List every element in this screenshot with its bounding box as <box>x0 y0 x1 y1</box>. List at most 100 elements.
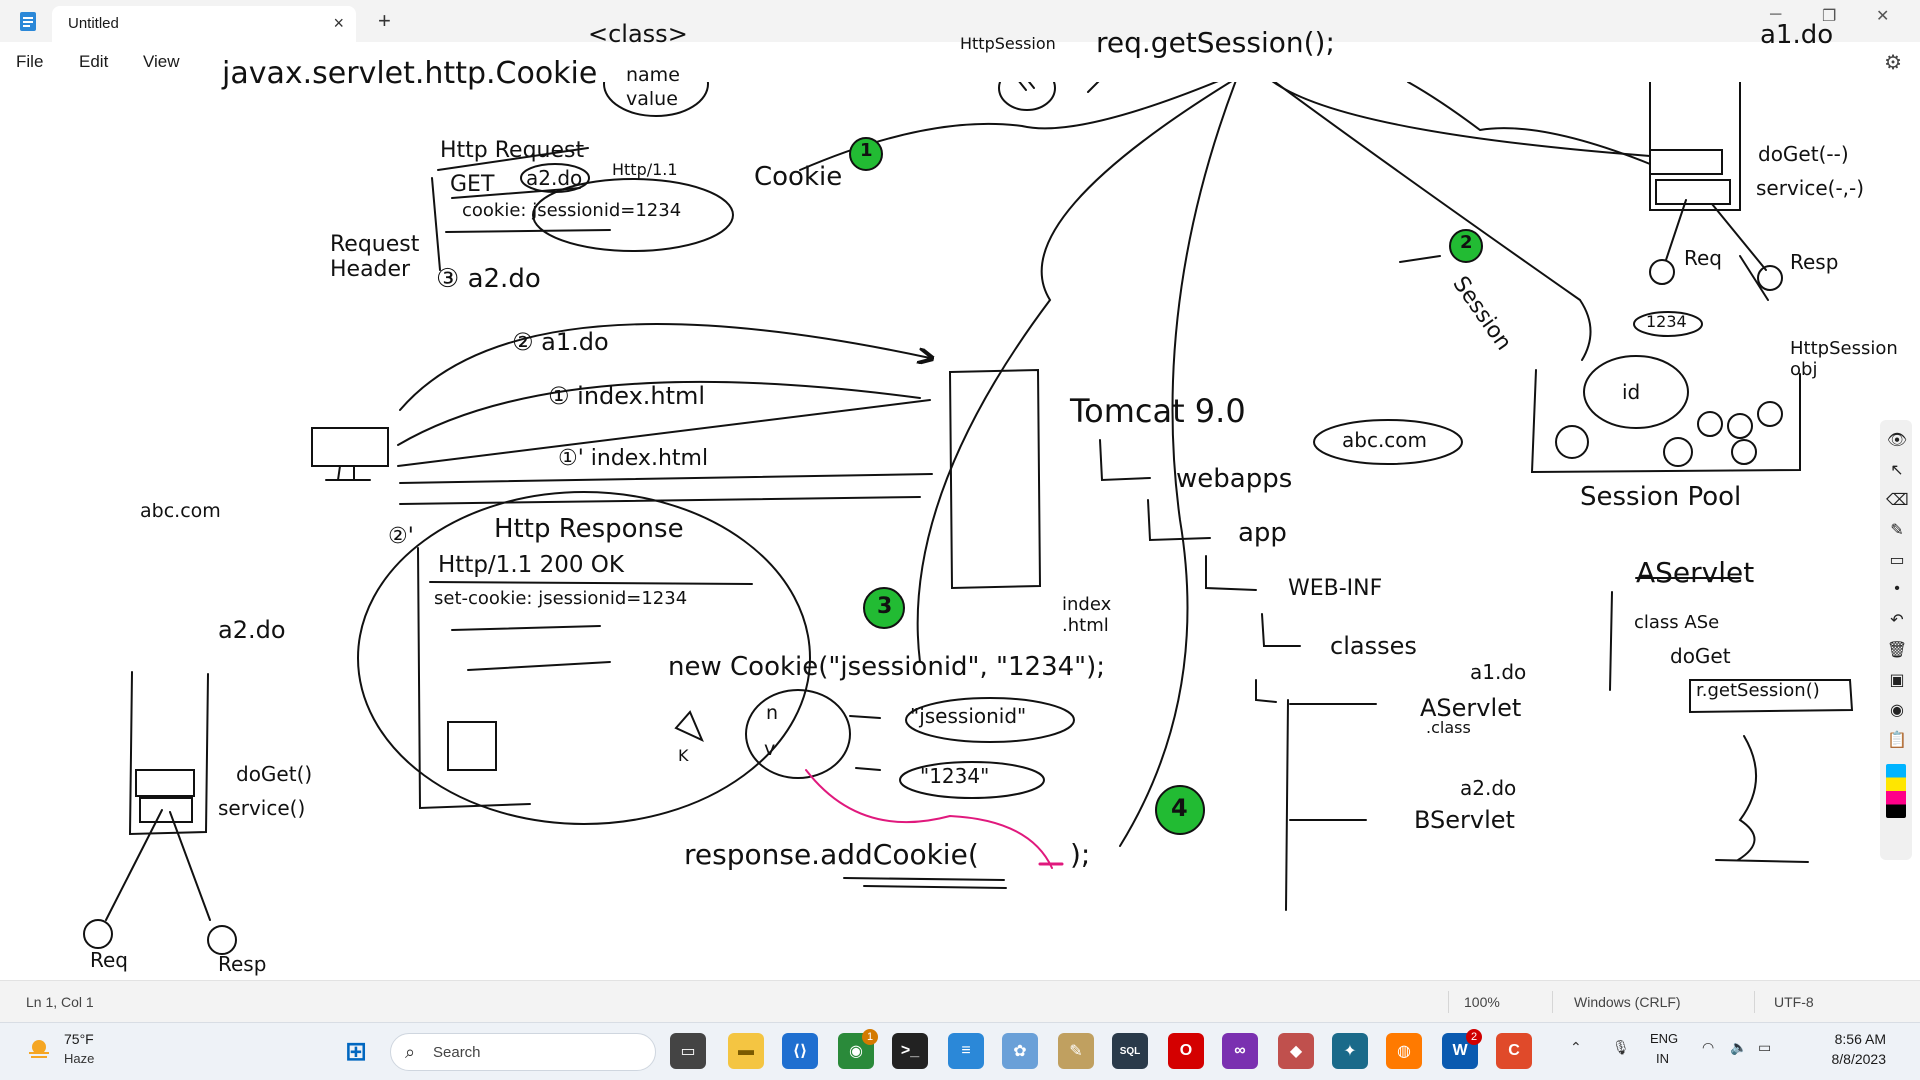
kali-icon[interactable]: ✦ <box>1332 1033 1368 1069</box>
id-label: id <box>1622 380 1641 404</box>
wifi-icon[interactable]: ◠ <box>1702 1039 1715 1055</box>
search-placeholder: Search <box>433 1044 481 1061</box>
battery-icon[interactable]: ▭ <box>1758 1039 1772 1055</box>
volume-icon[interactable]: 🔈 <box>1730 1039 1748 1055</box>
javax-cookie-text: javax.servlet.http.Cookie <box>222 56 598 91</box>
bservlet-text: BServlet <box>1414 806 1515 834</box>
cookie-header-text: cookie: jsessionid=1234 <box>462 200 682 221</box>
index-html-small-text: index .html <box>1062 594 1112 636</box>
menu-edit[interactable]: Edit <box>79 52 109 71</box>
menu-bar: File Edit View ⚙ <box>0 42 1920 82</box>
pen-app-icon[interactable]: ✎ <box>1058 1033 1094 1069</box>
step1-index-text: ① index.html <box>548 382 706 410</box>
k-label: K <box>678 746 689 765</box>
tab-untitled[interactable]: Untitled × <box>52 6 356 42</box>
name-text: name <box>626 64 680 86</box>
request-header-label: Request Header <box>330 232 420 282</box>
marker-2-text: 2 <box>1460 232 1473 253</box>
a1do-mid-text: a1.do <box>1470 660 1527 684</box>
opera-icon[interactable]: O <box>1168 1033 1204 1069</box>
pointer-icon[interactable]: ↖ <box>1890 462 1904 479</box>
class-aservlet-text: class ASe <box>1634 612 1720 633</box>
jsessionid-string: "jsessionid" <box>910 704 1027 728</box>
aservlet-text: AServlet <box>1420 694 1522 722</box>
a2do-mid-text: a2.do <box>1460 776 1517 800</box>
step1p-index-text: ①' index.html <box>558 446 709 471</box>
value-text: value <box>626 88 678 110</box>
id-1234-text: 1234 <box>1646 312 1687 331</box>
settings-gear-icon[interactable]: ⚙ <box>1884 52 1902 74</box>
firefox-icon[interactable]: ◍ <box>1386 1033 1422 1069</box>
clipboard-icon[interactable]: 📋 <box>1887 732 1907 749</box>
menu-view[interactable]: View <box>143 52 180 71</box>
tab-title: Untitled <box>68 15 119 32</box>
terminal-icon[interactable]: >_ <box>892 1033 928 1069</box>
n-label: n <box>766 702 779 724</box>
req-left-text: Req <box>90 948 128 972</box>
title-bar: Untitled × + ─ ❐ ✕ <box>0 0 1920 42</box>
language-eng[interactable]: ENG <box>1650 1031 1679 1046</box>
encoding: UTF-8 <box>1774 994 1814 1010</box>
a2do-request-text: a2.do <box>526 166 583 190</box>
maximize-icon[interactable]: ❐ <box>1822 8 1837 25</box>
response-end-text: ); <box>1070 838 1091 871</box>
http-response-title: Http Response <box>494 514 684 544</box>
new-cookie-text: new Cookie("jsessionid", "1234"); <box>668 652 1106 682</box>
vpn-icon[interactable]: ∞ <box>1222 1033 1258 1069</box>
tray-chevron-icon[interactable]: ⌃ <box>1570 1039 1582 1055</box>
req-getsession-text: req.getSession(); <box>1096 26 1335 59</box>
trash-icon[interactable]: 🗑 <box>1886 642 1908 659</box>
ink-canvas[interactable]: javax.servlet.http.Cookie <class> name v… <box>0 20 1920 980</box>
r-getsession-text: r.getSession() <box>1696 680 1820 701</box>
status-divider <box>1754 991 1755 1013</box>
undo-icon[interactable]: ↶ <box>1890 612 1904 629</box>
eraser-app-icon[interactable]: ◆ <box>1278 1033 1314 1069</box>
close-window-icon[interactable]: ✕ <box>1876 8 1890 25</box>
resp-right-text: Resp <box>1790 250 1839 274</box>
vscode-icon[interactable]: ⟨⟩ <box>782 1033 818 1069</box>
session-pool-text: Session Pool <box>1580 482 1742 512</box>
camera-icon[interactable]: ◉ <box>1890 702 1904 719</box>
set-cookie-text: set-cookie: jsessionid=1234 <box>434 588 688 609</box>
marker-3-text: 3 <box>877 594 893 619</box>
notepad-icon[interactable]: ≡ <box>948 1033 984 1069</box>
marker-4-text: 4 <box>1171 794 1188 822</box>
a2do-left-text: a2.do <box>218 616 286 644</box>
weather-temp[interactable]: 75°F <box>64 1031 94 1047</box>
ink-strokes <box>83 82 1854 955</box>
status-divider <box>1448 991 1449 1013</box>
service-left-text: service() <box>218 796 306 820</box>
webapps-text: webapps <box>1176 464 1293 494</box>
app-c-icon[interactable]: C <box>1496 1033 1532 1069</box>
start-windows-icon[interactable]: ⊞ <box>345 1035 367 1066</box>
doget-left-text: doGet() <box>236 762 313 786</box>
taskbar-search[interactable]: ⌕ Search <box>390 1033 656 1071</box>
board-icon[interactable]: ▣ <box>1889 672 1905 689</box>
close-tab-icon[interactable]: × <box>333 13 344 33</box>
paint-icon[interactable]: ✿ <box>1002 1033 1038 1069</box>
dot-icon[interactable]: • <box>1894 580 1900 597</box>
req-right-text: Req <box>1684 246 1722 270</box>
eye-icon[interactable]: 👁 <box>1886 432 1908 449</box>
weather-condition[interactable]: Haze <box>64 1051 95 1066</box>
file-explorer-icon[interactable]: ▬ <box>728 1033 764 1069</box>
httpsession-label: HttpSession <box>960 34 1056 53</box>
resp-left-text: Resp <box>218 952 267 976</box>
microphone-icon[interactable]: 🎙 <box>1612 1039 1630 1055</box>
service-right-text: service(-,-) <box>1756 176 1865 200</box>
highlighter-icon[interactable]: ▭ <box>1889 552 1905 569</box>
language-in[interactable]: IN <box>1656 1051 1669 1066</box>
task-view-icon[interactable]: ▭ <box>670 1033 706 1069</box>
menu-file[interactable]: File <box>16 52 44 71</box>
mysql-icon[interactable]: SQL <box>1112 1033 1148 1069</box>
pen-icon[interactable]: ✎ <box>1890 522 1904 539</box>
new-tab-button[interactable]: + <box>378 8 391 33</box>
eraser-icon[interactable]: ⌫ <box>1886 492 1909 509</box>
minimize-icon[interactable]: ─ <box>1770 6 1782 23</box>
clock-date[interactable]: 8/8/2023 <box>1831 1051 1887 1067</box>
clock-time[interactable]: 8:56 AM <box>1834 1031 1886 1047</box>
chrome-badge: 1 <box>862 1029 878 1045</box>
taskbar: 75°F Haze ⊞ ⌕ Search ▭ ▬ ⟨⟩ ◉ 1 >_ ≡ ✿ ✎… <box>0 1022 1920 1080</box>
color-palette-icon[interactable] <box>1886 764 1906 818</box>
weather-haze-icon[interactable] <box>26 1037 52 1063</box>
